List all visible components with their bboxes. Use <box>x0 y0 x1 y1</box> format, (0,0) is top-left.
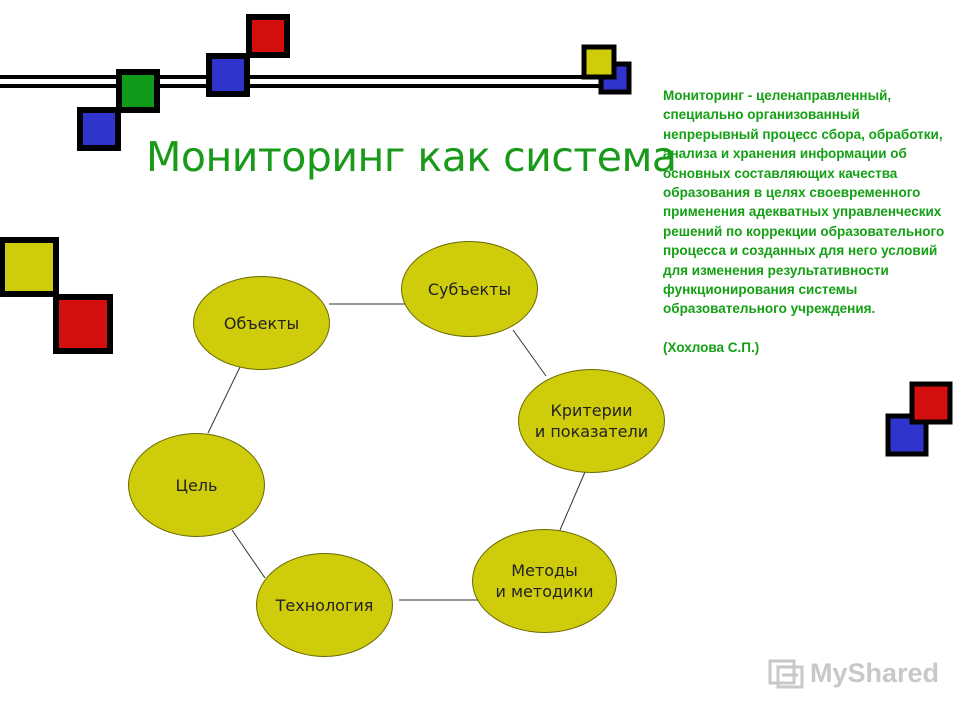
page-title: Мониторинг как система <box>146 133 677 181</box>
node-goal: Цель <box>128 433 265 537</box>
author-citation: (Хохлова С.П.) <box>663 339 760 355</box>
node-objects: Объекты <box>193 276 330 370</box>
definition-paragraph: Мониторинг - целенаправленный, специальн… <box>663 88 945 317</box>
watermark-logo-icon <box>768 659 804 689</box>
watermark-text: MyShared <box>810 657 940 688</box>
red-square <box>909 381 953 425</box>
yellow-square <box>0 237 59 297</box>
blue-square <box>77 107 121 151</box>
node-subjects: Субъекты <box>401 241 538 337</box>
blue-square <box>206 53 250 97</box>
green-square <box>116 69 160 113</box>
connector-criteria-methods <box>559 471 586 531</box>
connector-goal-objects <box>207 364 242 434</box>
node-criteria: Критерии и показатели <box>518 369 665 473</box>
definition-text-block: Мониторинг - целенаправленный, специальн… <box>663 86 948 357</box>
red-square <box>246 14 290 58</box>
watermark: MyShared <box>768 655 939 691</box>
yellow-square <box>581 44 617 80</box>
connector-goal-technology <box>231 529 266 579</box>
node-technology: Технология <box>256 553 393 657</box>
node-methods: Методы и методики <box>472 529 617 633</box>
red-square <box>53 294 113 354</box>
connector-subjects-criteria <box>512 329 547 377</box>
